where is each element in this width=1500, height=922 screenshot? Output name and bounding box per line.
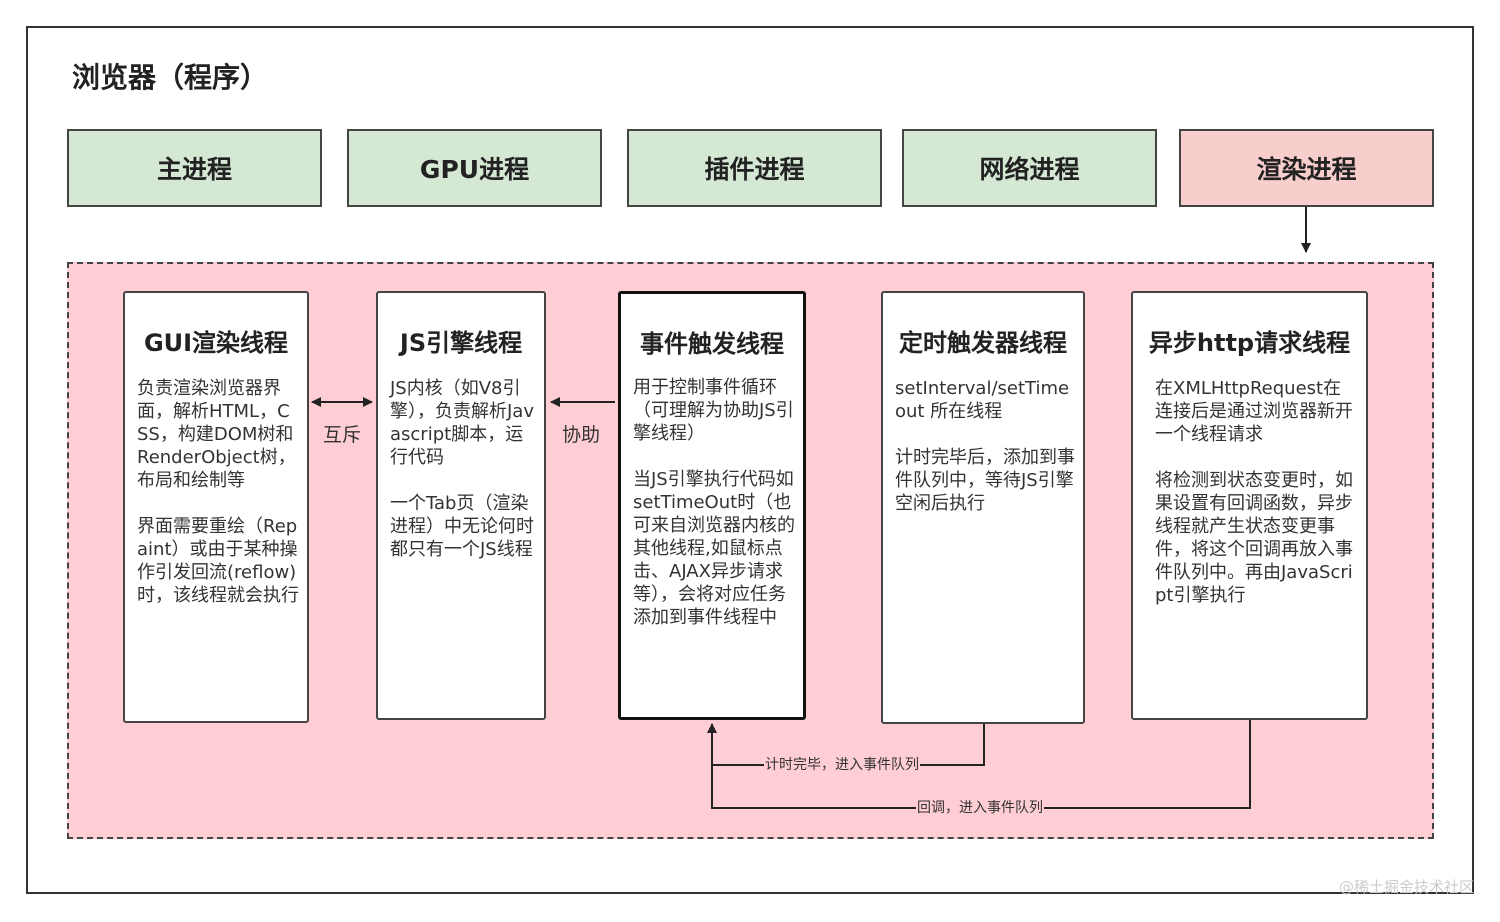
process-main[interactable]: 主进程 <box>67 129 322 207</box>
thread-gui-render-title: GUI渲染线程 <box>143 329 289 357</box>
watermark: @稀土掘金技术社区 <box>1338 878 1474 896</box>
thread-js-engine-desc: JS内核（如V8引擎），负责解析Javascript脚本，运行代码 一个Tab页… <box>390 378 534 560</box>
thread-event-trigger[interactable]: 事件触发线程 用于控制事件循环（可理解为协助JS引擎线程） 当JS引擎执行代码如… <box>618 291 806 720</box>
thread-timer-trigger-desc: setInterval/setTimeout 所在线程 计时完毕后，添加到事件队… <box>895 378 1075 514</box>
browser-program-frame <box>26 26 1474 894</box>
process-plugin[interactable]: 插件进程 <box>627 129 882 207</box>
callback-label: 回调，进入事件队列 <box>916 800 1044 816</box>
process-plugin-label: 插件进程 <box>704 155 805 184</box>
process-renderer-label: 渲染进程 <box>1256 155 1357 184</box>
process-network[interactable]: 网络进程 <box>902 129 1157 207</box>
timer-done-label: 计时完毕，进入事件队列 <box>764 757 920 773</box>
process-network-label: 网络进程 <box>979 155 1080 184</box>
thread-async-http[interactable]: 异步http请求线程 在XMLHttpRequest在连接后是通过浏览器新开一个… <box>1131 291 1368 720</box>
thread-gui-render-desc: 负责渲染浏览器界面，解析HTML，CSS，构建DOM树和RenderObject… <box>137 378 299 606</box>
thread-async-http-desc: 在XMLHttpRequest在连接后是通过浏览器新开一个线程请求 将检测到状态… <box>1155 378 1353 606</box>
thread-event-trigger-title: 事件触发线程 <box>640 330 784 358</box>
process-renderer[interactable]: 渲染进程 <box>1179 129 1434 207</box>
thread-timer-trigger-title: 定时触发器线程 <box>899 329 1067 357</box>
thread-async-http-title: 异步http请求线程 <box>1148 329 1351 357</box>
thread-js-engine[interactable]: JS引擎线程 JS内核（如V8引擎），负责解析Javascript脚本，运行代码… <box>376 291 546 720</box>
mutex-label: 互斥 <box>323 424 362 446</box>
thread-event-trigger-desc: 用于控制事件循环（可理解为协助JS引擎线程） 当JS引擎执行代码如setTime… <box>633 377 795 628</box>
process-gpu[interactable]: GPU进程 <box>347 129 602 207</box>
process-gpu-label: GPU进程 <box>419 155 530 184</box>
diagram-title: 浏览器（程序） <box>72 61 269 94</box>
assist-label: 协助 <box>562 424 601 446</box>
thread-timer-trigger[interactable]: 定时触发器线程 setInterval/setTimeout 所在线程 计时完毕… <box>881 291 1085 724</box>
thread-js-engine-title: JS引擎线程 <box>399 329 523 357</box>
process-main-label: 主进程 <box>156 155 232 184</box>
thread-gui-render[interactable]: GUI渲染线程 负责渲染浏览器界面，解析HTML，CSS，构建DOM树和Rend… <box>123 291 309 723</box>
